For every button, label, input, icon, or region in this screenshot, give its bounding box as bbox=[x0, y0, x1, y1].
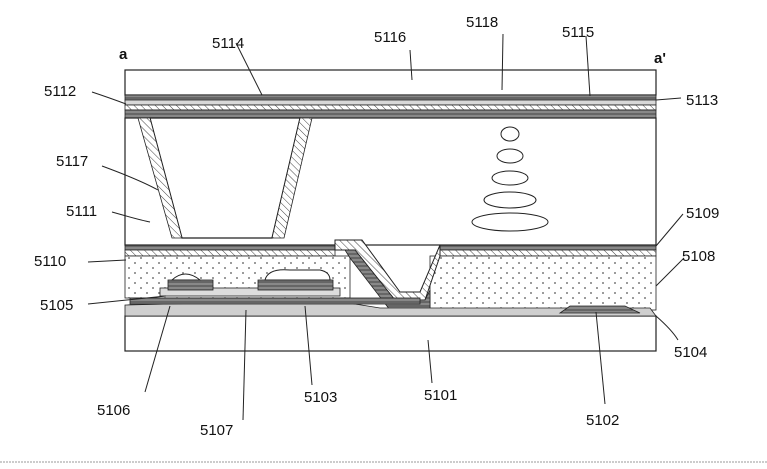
alignment-film-left bbox=[125, 245, 335, 250]
pixel-electrode-left bbox=[125, 250, 335, 256]
insulating-layer-right bbox=[430, 256, 656, 310]
top-thin-layer-3 bbox=[125, 105, 656, 110]
label-5107: 5107 bbox=[200, 422, 233, 439]
label-5101: 5101 bbox=[424, 387, 457, 404]
lc-molecules bbox=[472, 127, 548, 231]
label-5103: 5103 bbox=[304, 389, 337, 406]
section-mark-right: a' bbox=[654, 50, 666, 67]
label-5117: 5117 bbox=[56, 153, 88, 170]
section-mark-left: a bbox=[119, 46, 128, 63]
label-5110: 5110 bbox=[34, 253, 66, 270]
label-5116: 5116 bbox=[374, 29, 406, 46]
label-5105: 5105 bbox=[40, 297, 73, 314]
label-5109: 5109 bbox=[686, 205, 719, 222]
label-5108: 5108 bbox=[682, 248, 715, 265]
label-5115: 5115 bbox=[562, 24, 594, 41]
label-5104: 5104 bbox=[674, 344, 707, 361]
label-5113: 5113 bbox=[686, 92, 718, 109]
bottom-substrate bbox=[125, 316, 656, 351]
pixel-electrode-right bbox=[440, 250, 656, 256]
label-5111: 5111 bbox=[66, 203, 97, 220]
capacitor-electrode bbox=[560, 306, 640, 313]
drain-electrode bbox=[258, 280, 333, 290]
label-5112: 5112 bbox=[44, 83, 76, 100]
gate-electrode bbox=[130, 298, 420, 304]
bump-right bbox=[265, 270, 330, 280]
top-substrate bbox=[125, 70, 656, 95]
label-5106: 5106 bbox=[97, 402, 130, 419]
top-thin-layer-4 bbox=[125, 110, 656, 118]
source-electrode bbox=[168, 280, 213, 290]
label-5114: 5114 bbox=[212, 35, 244, 52]
top-thin-layer-1 bbox=[125, 95, 656, 100]
label-5118: 5118 bbox=[466, 14, 498, 31]
top-thin-layer-2 bbox=[125, 100, 656, 105]
alignment-film-right bbox=[440, 245, 656, 250]
label-5102: 5102 bbox=[586, 412, 619, 429]
